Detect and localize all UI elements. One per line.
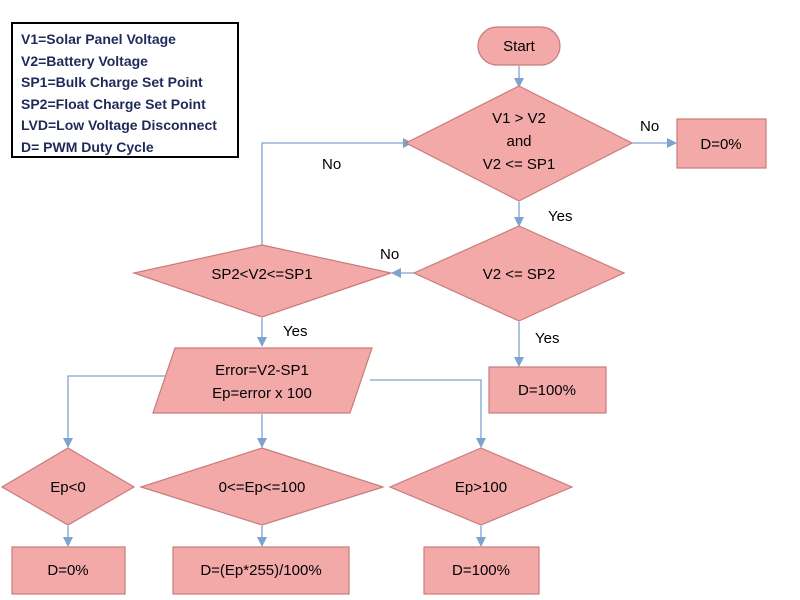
label-no-d1: No: [640, 118, 659, 135]
legend-box: V1=Solar Panel Voltage V2=Battery Voltag…: [11, 22, 239, 158]
output-d0-bottom-label: D=0%: [47, 562, 88, 579]
decision-1-line-3: V2 <= SP1: [483, 156, 556, 173]
decision-3: [131, 244, 394, 318]
label-yes-d3: Yes: [283, 323, 307, 340]
legend-item-sp1: SP1=Bulk Charge Set Point: [21, 74, 203, 90]
output-d100-right: [488, 366, 607, 414]
connectors: [63, 66, 677, 547]
start-label: Start: [503, 38, 536, 55]
output-d100-bottom: [423, 546, 540, 595]
output-d0-top: [676, 118, 767, 169]
legend-item-v2: V2=Battery Voltage: [21, 52, 148, 69]
decision-3-label: SP2<V2<=SP1: [211, 266, 312, 283]
decision-1-line-2: and: [506, 133, 531, 150]
output-formula-label: D=(Ep*255)/100%: [200, 562, 321, 579]
decision-ep-mid-label: 0<=Ep<=100: [219, 479, 306, 496]
legend-item-lvd: LVD=Low Voltage Disconnect: [21, 117, 217, 133]
legend-item-sp2: SP2=Float Charge Set Point: [21, 95, 206, 112]
arrow-to-ep-neg: [63, 375, 170, 448]
label-yes-d2: Yes: [535, 330, 559, 347]
label-no-loop: No: [322, 156, 341, 173]
decision-ep-high: [388, 447, 574, 526]
output-d100-right-label: D=100%: [518, 382, 576, 399]
decision-1-line-1: V1 > V2: [492, 110, 546, 127]
arrow-to-ep-high: [370, 379, 486, 448]
output-d100-bottom-label: D=100%: [452, 562, 510, 579]
output-d0-top-label: D=0%: [700, 136, 741, 153]
decision-2: [412, 225, 626, 322]
decision-ep-high-label: Ep>100: [455, 479, 507, 496]
legend-item-d: D= PWM Duty Cycle: [21, 138, 154, 155]
decision-1: [404, 85, 634, 202]
process-error-line-1: Error=V2-SP1: [215, 362, 309, 379]
decision-ep-neg-label: Ep<0: [50, 479, 85, 496]
label-no-d2: No: [380, 246, 399, 263]
arrow-d3-no-loop: [261, 138, 413, 245]
output-formula: [172, 546, 350, 595]
output-d0-bottom: [11, 546, 126, 595]
legend-item-v1: V1=Solar Panel Voltage: [21, 31, 176, 47]
start-terminal: [477, 26, 561, 66]
process-error-line-2: Ep=error x 100: [212, 385, 312, 402]
decision-ep-neg: [0, 447, 136, 526]
process-error: [152, 347, 373, 414]
label-yes-d1: Yes: [548, 208, 572, 225]
decision-ep-mid: [139, 447, 385, 526]
decision-2-label: V2 <= SP2: [483, 266, 556, 283]
